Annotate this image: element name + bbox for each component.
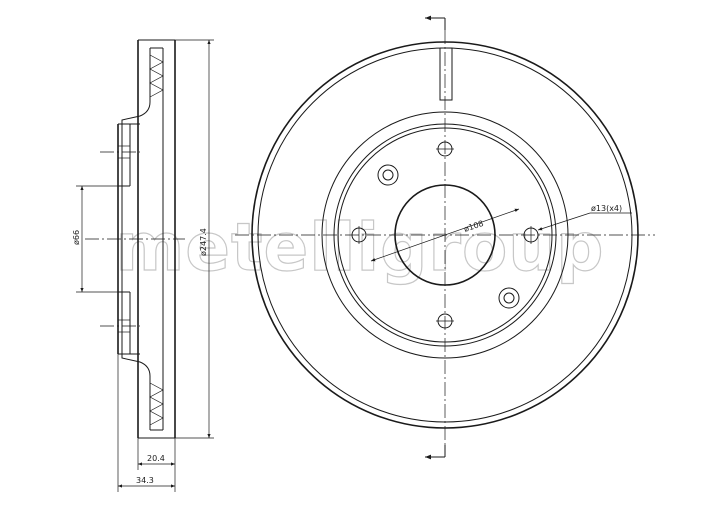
dimension-overall-height: 34.3 (117, 354, 176, 492)
dimension-disc-thickness: 20.4 (137, 438, 176, 470)
hub-diameter-label: ø66 (72, 230, 81, 245)
side-section-view (85, 39, 185, 439)
overall-height-label: 34.3 (136, 476, 154, 485)
watermark-logo: metelligroup (115, 209, 604, 286)
retaining-screw-holes (377, 164, 520, 309)
bolt-holes-label: ø13(x4) (591, 204, 622, 213)
outer-diameter-label: ø247.4 (199, 228, 208, 256)
disc-thickness-label: 20.4 (147, 454, 165, 463)
section-cutting-plane (425, 15, 453, 460)
dimension-hub-diameter: ø66 (72, 185, 118, 293)
dimension-bolt-holes: ø13(x4) (537, 204, 632, 231)
bolt-holes (351, 141, 539, 329)
dimension-outer-diameter: ø247.4 (175, 39, 214, 439)
